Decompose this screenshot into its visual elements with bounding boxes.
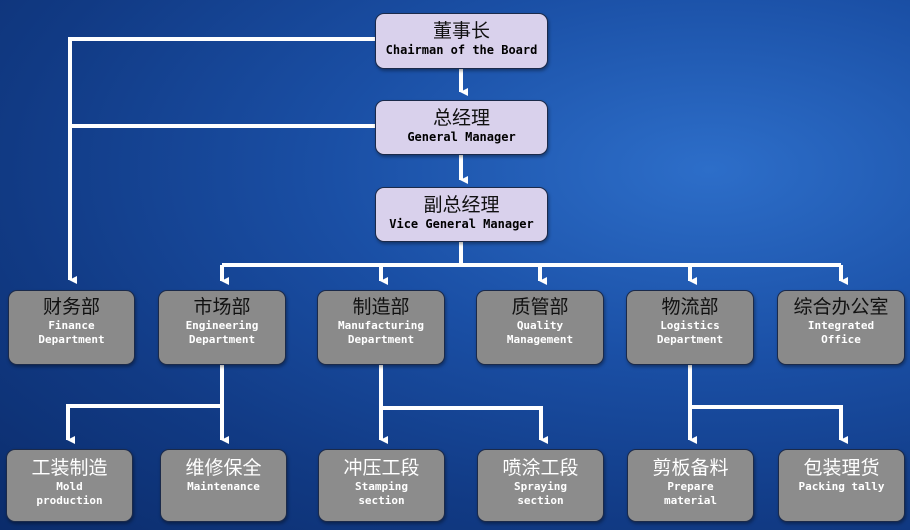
chairman-title-zh: 董事长	[432, 20, 490, 42]
dept-name-en: Integrated Office	[807, 318, 875, 347]
vice-general-manager-box: 副总经理 Vice General Manager	[375, 187, 548, 242]
integrated-office-box: 综合办公室 Integrated Office	[777, 290, 905, 365]
section-name-zh: 剪板备料	[652, 457, 729, 479]
quality-management-box: 质管部 Quality Management	[476, 290, 604, 365]
dept-name-en: Logistics Department	[656, 318, 724, 347]
dept-name-zh: 物流部	[661, 296, 719, 318]
spraying-section-box: 喷涂工段 Spraying section	[477, 449, 604, 522]
maintenance-box: 维修保全 Maintenance	[160, 449, 287, 522]
dept-name-zh: 市场部	[193, 296, 251, 318]
section-name-en: Packing tally	[798, 479, 885, 493]
dept-name-en: Manufacturing Department	[337, 318, 425, 347]
dept-name-zh: 制造部	[352, 296, 410, 318]
dept-name-en: Finance Department	[38, 318, 105, 347]
general-manager-box: 总经理 General Manager	[375, 100, 548, 155]
section-name-en: Maintenance	[187, 479, 260, 493]
section-name-en: Spraying section	[514, 479, 567, 508]
section-name-zh: 维修保全	[185, 457, 262, 479]
section-name-zh: 工装制造	[31, 457, 108, 479]
engineering-department-box: 市场部 Engineering Department	[158, 290, 286, 365]
section-name-en: Prepare material	[664, 479, 717, 508]
finance-department-box: 财务部 Finance Department	[8, 290, 135, 365]
section-name-zh: 冲压工段	[343, 457, 420, 479]
dept-name-zh: 综合办公室	[793, 296, 889, 318]
prepare-material-box: 剪板备料 Prepare material	[627, 449, 754, 522]
gm-title-en: General Manager	[407, 129, 516, 144]
section-name-zh: 喷涂工段	[502, 457, 579, 479]
manufacturing-department-box: 制造部 Manufacturing Department	[317, 290, 445, 365]
line-chairman-finance	[68, 37, 375, 284]
gm-title-zh: 总经理	[432, 107, 490, 129]
vgm-title-en: Vice General Manager	[389, 216, 534, 231]
arrow-to-spraying	[381, 406, 548, 444]
section-name-en: Stamping section	[355, 479, 408, 508]
dept-name-en: Engineering Department	[185, 318, 259, 347]
dept-name-zh: 财务部	[42, 296, 100, 318]
arrow-to-packing	[690, 405, 848, 444]
arrow-to-mold	[66, 404, 222, 444]
section-name-zh: 包装理货	[803, 457, 880, 479]
dept-name-zh: 质管部	[511, 296, 569, 318]
vgm-title-zh: 副总经理	[423, 194, 500, 216]
mold-production-box: 工装制造 Mold production	[6, 449, 133, 522]
packing-tally-box: 包装理货 Packing tally	[778, 449, 905, 522]
stamping-section-box: 冲压工段 Stamping section	[318, 449, 445, 522]
chairman-box: 董事长 Chairman of the Board	[375, 13, 548, 69]
logistics-department-box: 物流部 Logistics Department	[626, 290, 754, 365]
dept-name-en: Quality Management	[506, 318, 574, 347]
chairman-title-en: Chairman of the Board	[385, 42, 538, 57]
section-name-en: Mold production	[36, 479, 103, 508]
